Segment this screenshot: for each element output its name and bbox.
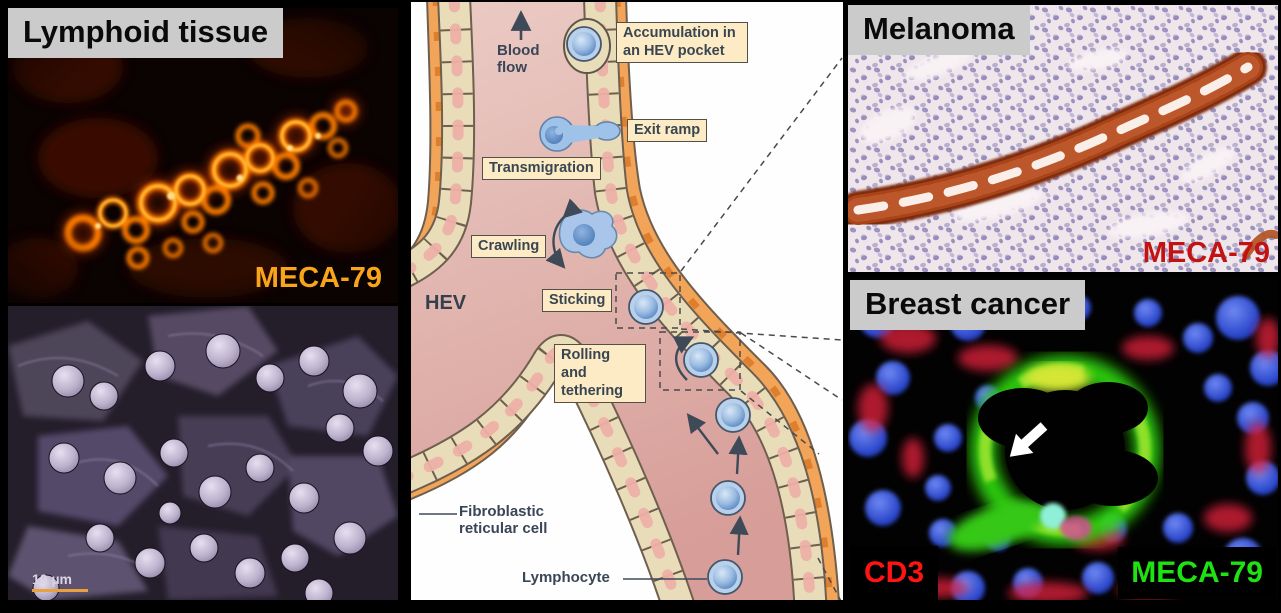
melanoma-micrograph — [848, 5, 1278, 272]
flow-and-step-arrows — [510, 10, 749, 556]
lymphoid-tissue-panel: Lymphoid tissue MECA-79 — [8, 8, 398, 303]
panel-title-breast: Breast cancer — [850, 280, 1086, 331]
scale-bar: 10 µm — [32, 571, 88, 592]
sem-micrograph — [8, 306, 398, 600]
marker-meca79-breast: MECA-79 — [1118, 547, 1276, 599]
adherent-lymphocytes — [32, 333, 394, 600]
scale-bar-line — [32, 589, 88, 592]
rolling-arrow — [672, 336, 695, 381]
panel-title-melanoma: Melanoma — [848, 5, 1030, 56]
endothelium-layer — [411, 2, 828, 600]
panel-title-lymphoid: Lymphoid tissue — [8, 8, 284, 59]
zoom-box-rolling — [659, 331, 741, 391]
label-hev: HEV — [425, 292, 467, 314]
label-sticking: Sticking — [542, 289, 613, 313]
leader-lines — [419, 513, 707, 580]
meca79-stained-vessel — [848, 48, 1278, 259]
sticking-lymphocyte — [628, 289, 664, 325]
label-lymphocyte: Lymphocyte — [522, 569, 610, 586]
zoom-box-sticking — [615, 272, 681, 329]
white-arrow-icon — [1009, 422, 1048, 457]
tissue-whitespace — [860, 49, 1235, 238]
lymphocyte-chain — [707, 397, 751, 595]
marker-meca79-melanoma: MECA-79 — [1142, 237, 1270, 269]
marker-meca79-lymphoid: MECA-79 — [254, 262, 382, 294]
label-transmigration: Transmigration — [482, 157, 601, 181]
meca79-vessel-ring — [948, 355, 1160, 551]
label-rolling-tethering: Rolling and tethering — [554, 344, 646, 404]
label-blood-flow: Blood flow — [497, 42, 540, 77]
label-accumulation: Accumulation in an HEV pocket — [616, 22, 748, 64]
crawling-arrow — [545, 198, 583, 269]
rolling-lymphocyte — [683, 342, 719, 378]
lymphocyte-in-pocket — [566, 26, 602, 62]
breast-cancer-panel: Breast cancer CD3 MECA-79 — [848, 278, 1278, 600]
transmigrating-lymphocyte — [539, 116, 621, 152]
hev-diagram-panel: Blood flow Accumulation in an HEV pocket… — [411, 2, 843, 600]
label-exit-ramp: Exit ramp — [627, 119, 708, 143]
marker-cd3: CD3 — [850, 546, 939, 600]
melanoma-panel: Melanoma MECA-79 — [848, 5, 1278, 272]
zoom-callout-lines — [615, 57, 843, 600]
sem-panel: 10 µm — [8, 306, 398, 600]
label-crawling: Crawling — [471, 235, 547, 259]
label-fibroblastic-reticular-cell: Fibroblastic reticular cell — [459, 503, 548, 538]
scale-bar-label: 10 µm — [32, 571, 72, 587]
